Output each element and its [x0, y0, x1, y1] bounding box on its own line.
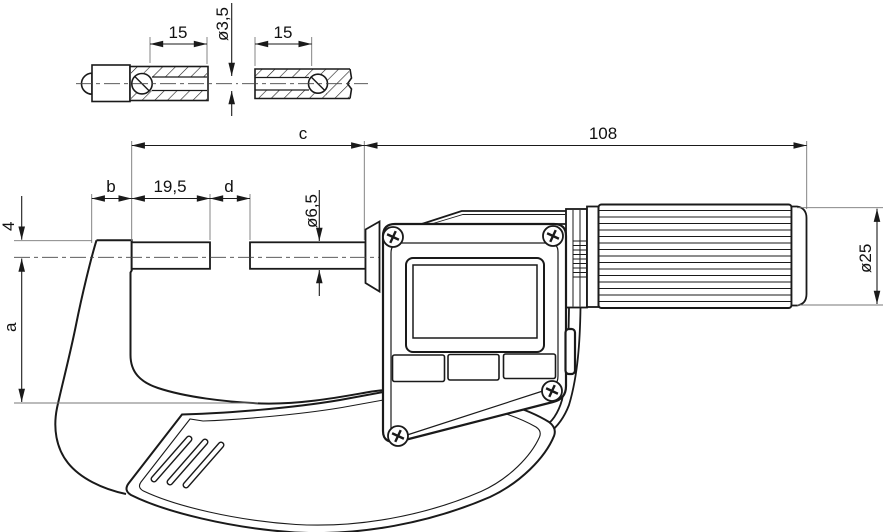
spindle [130, 219, 381, 294]
dim-spindle-diameter: ø6,5 [302, 194, 321, 228]
spindle-boss [364, 219, 381, 294]
hatch-band [131, 90, 207, 101]
display-housing [381, 222, 577, 447]
dim-b: b [106, 177, 115, 196]
thimble-left-cap [586, 205, 600, 308]
side-button[interactable] [564, 327, 577, 376]
function-buttons [391, 353, 557, 383]
dim-d: d [224, 177, 233, 196]
spindle-main-bar [249, 241, 367, 270]
dim-right-insert-length: 15 [274, 23, 293, 42]
lcd-screen [412, 264, 538, 339]
button-right[interactable] [502, 353, 557, 380]
sleeve-barrel [565, 208, 588, 309]
spindle-tip-bar [130, 241, 211, 270]
housing-screws [382, 225, 564, 447]
dimension-labels: 15 15 ø3,5 c 108 b 19,5 d ø6,5 4 a ø25 [0, 7, 875, 332]
dim-19-5: 19,5 [153, 177, 186, 196]
screw-head [542, 225, 564, 247]
screw-head [387, 425, 409, 447]
button-left[interactable] [391, 354, 446, 383]
micrometer-frame [54, 239, 383, 495]
dim-insert-diameter: ø3,5 [213, 7, 232, 41]
thimble-ribs [599, 210, 791, 302]
dim-4: 4 [0, 222, 18, 231]
hatch-band [255, 69, 327, 78]
body-slope [421, 210, 568, 225]
hatch-band [131, 66, 207, 77]
hatch-band [255, 90, 327, 99]
dimension-lines [18, 3, 881, 402]
dim-108: 108 [589, 124, 617, 143]
dim-a: a [1, 322, 20, 332]
dim-thimble-diameter: ø25 [856, 244, 875, 273]
grip-slots [150, 435, 225, 489]
frame-outer-edge [54, 240, 127, 495]
sleeve-scale-ticks [573, 240, 586, 278]
screw-head [541, 380, 563, 402]
thimble [586, 203, 808, 309]
dim-c: c [299, 124, 308, 143]
anvil-and-throat-edge [96, 239, 383, 405]
screw-head [382, 226, 404, 248]
button-middle[interactable] [447, 353, 500, 381]
dim-left-insert-length: 15 [169, 23, 188, 42]
thimble-end-cap [790, 205, 808, 307]
